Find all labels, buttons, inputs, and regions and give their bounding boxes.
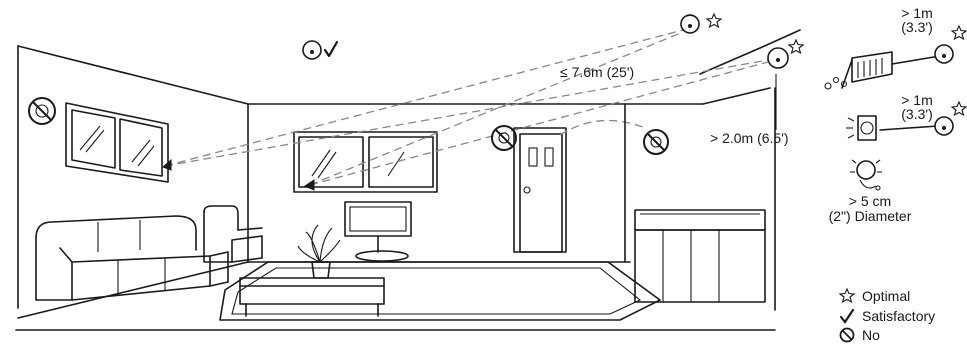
sofa <box>36 216 228 300</box>
max-distance-label: ≤ 7.6m (25') <box>560 65 634 80</box>
star-icon <box>838 288 856 304</box>
ceiling-clearance-label: > 2.0m (6.5') <box>710 131 789 146</box>
legend-label: Satisfactory <box>862 308 935 324</box>
detection-paths <box>163 30 768 190</box>
detector-ceiling-optimal <box>681 15 699 33</box>
lamp-size-label: > 5 cm <box>820 194 920 209</box>
check-icon <box>325 42 337 56</box>
legend-label: No <box>862 327 880 343</box>
armchair <box>204 206 262 262</box>
star-icon <box>952 26 966 39</box>
vent-distance-ft-label: (3.3') <box>890 20 944 35</box>
legend-item-no: No <box>838 327 880 343</box>
no-icon <box>29 98 55 124</box>
no-icon <box>838 327 856 343</box>
lamp-diameter-label: (2") Diameter <box>800 209 940 224</box>
legend-item-satisfactory: Satisfactory <box>838 308 935 324</box>
detector-ceiling-satisfactory <box>303 41 321 59</box>
legend-label: Optimal <box>862 288 910 304</box>
no-icon <box>492 126 516 150</box>
tv <box>345 202 411 261</box>
heater-distance-ft-label: (3.3') <box>890 107 944 122</box>
check-icon <box>838 308 856 324</box>
star-icon <box>952 102 966 115</box>
coffee-table <box>240 278 384 316</box>
star-icon <box>707 14 721 27</box>
plant <box>298 225 340 278</box>
legend-item-optimal: Optimal <box>838 288 910 304</box>
star-icon <box>789 40 803 53</box>
detector-wall-optimal <box>768 48 788 68</box>
cabinet <box>635 210 765 302</box>
lamp <box>850 160 882 190</box>
air-vent <box>825 52 940 89</box>
detector-vent <box>935 45 953 63</box>
left-window <box>66 103 168 182</box>
no-icon <box>644 130 668 154</box>
